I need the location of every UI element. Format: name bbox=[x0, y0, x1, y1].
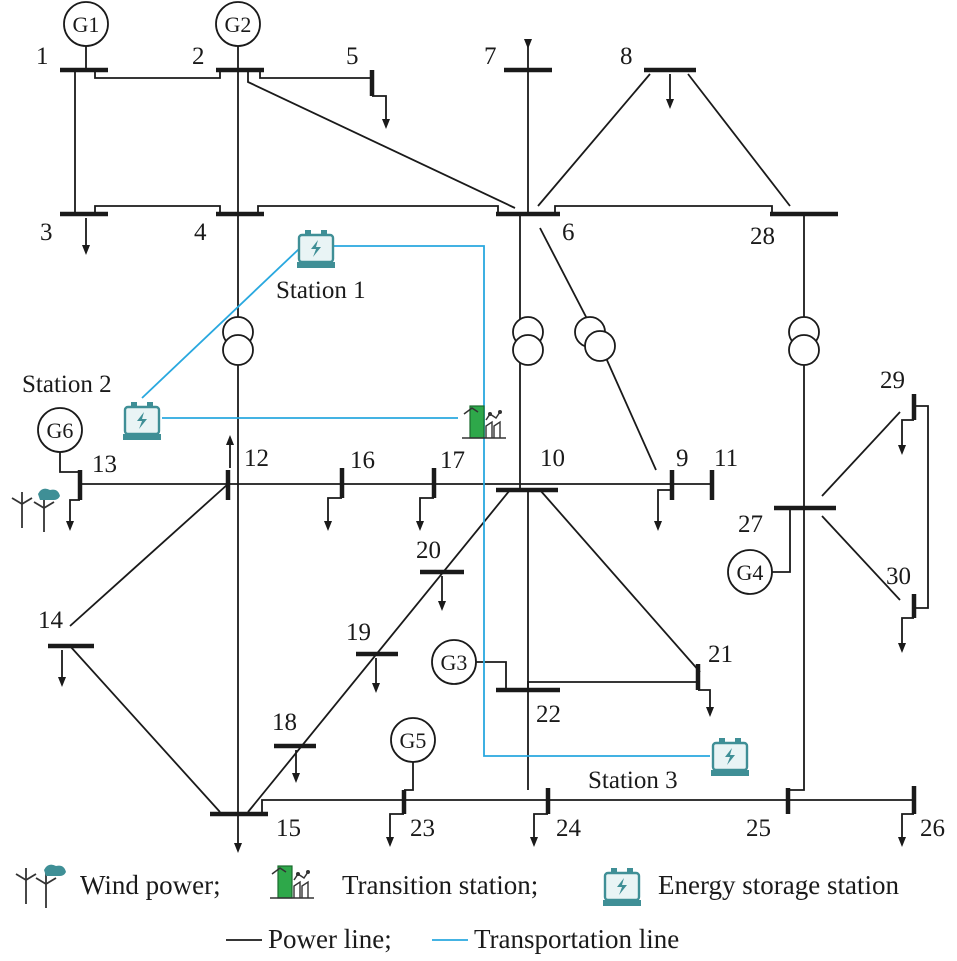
svg-text:22: 22 bbox=[536, 701, 561, 728]
svg-text:G5: G5 bbox=[400, 728, 427, 753]
svg-text:1: 1 bbox=[36, 43, 49, 70]
transformer-icon-6-10 bbox=[512, 316, 544, 366]
energy-storage-icon bbox=[709, 736, 751, 778]
svg-text:G6: G6 bbox=[47, 418, 74, 443]
energy-storage-icon bbox=[601, 866, 643, 908]
legend-transition-label: Transition station; bbox=[342, 870, 538, 900]
svg-text:3: 3 bbox=[40, 219, 53, 246]
energy-storage-icon bbox=[121, 400, 163, 442]
generator-g1: G1 bbox=[63, 1, 109, 70]
wind-turbine-icon bbox=[15, 864, 66, 909]
station-3-label: Station 3 bbox=[588, 767, 678, 794]
svg-text:G2: G2 bbox=[225, 12, 252, 37]
svg-text:14: 14 bbox=[38, 607, 64, 634]
svg-text:21: 21 bbox=[708, 641, 733, 668]
svg-text:24: 24 bbox=[556, 815, 582, 842]
transformer-icon-6-9 bbox=[574, 316, 616, 362]
legend-storage-label: Energy storage station bbox=[658, 870, 899, 900]
svg-text:9: 9 bbox=[676, 445, 689, 472]
svg-text:18: 18 bbox=[272, 709, 297, 736]
svg-text:17: 17 bbox=[440, 447, 465, 474]
svg-text:20: 20 bbox=[416, 537, 441, 564]
svg-text:10: 10 bbox=[540, 445, 565, 472]
transformer-icon-28-27 bbox=[788, 316, 820, 366]
svg-text:12: 12 bbox=[244, 445, 269, 472]
generator-g6: G6 bbox=[37, 407, 83, 453]
svg-text:G3: G3 bbox=[441, 650, 468, 675]
station-1-label: Station 1 bbox=[276, 277, 366, 304]
generator-g5: G5 bbox=[390, 717, 436, 763]
generator-g4: G4 bbox=[727, 549, 773, 595]
svg-text:6: 6 bbox=[562, 219, 575, 246]
svg-text:28: 28 bbox=[750, 223, 775, 250]
wind-turbine-icon bbox=[11, 488, 60, 533]
generator-g3: G3 bbox=[431, 639, 477, 685]
bus-labels: 1 2 3 4 5 6 7 8 9 10 11 12 13 14 15 16 1… bbox=[36, 43, 945, 842]
transformer-icon-4-12 bbox=[222, 316, 254, 366]
svg-text:30: 30 bbox=[886, 563, 911, 590]
svg-text:25: 25 bbox=[746, 815, 771, 842]
svg-text:19: 19 bbox=[346, 619, 371, 646]
svg-text:8: 8 bbox=[620, 43, 633, 70]
transition-station-icon bbox=[269, 865, 315, 899]
svg-text:26: 26 bbox=[920, 815, 945, 842]
load-arrows bbox=[58, 74, 914, 853]
legend-transport-line-label: Transportation line bbox=[474, 924, 679, 954]
transition-station-icon bbox=[461, 405, 507, 439]
svg-text:27: 27 bbox=[738, 511, 763, 538]
legend: Wind power; Transition station; Energy s… bbox=[15, 864, 899, 954]
svg-text:7: 7 bbox=[484, 43, 497, 70]
bus-bars bbox=[48, 67, 917, 817]
svg-text:13: 13 bbox=[92, 451, 117, 478]
generator-g2: G2 bbox=[215, 1, 261, 70]
svg-text:16: 16 bbox=[350, 447, 375, 474]
svg-text:2: 2 bbox=[192, 43, 205, 70]
legend-power-line-label: Power line; bbox=[268, 924, 392, 954]
station-2-label: Station 2 bbox=[22, 371, 112, 398]
svg-text:G1: G1 bbox=[73, 12, 100, 37]
svg-text:11: 11 bbox=[714, 445, 738, 472]
svg-text:29: 29 bbox=[880, 367, 905, 394]
svg-text:4: 4 bbox=[194, 219, 207, 246]
svg-text:G4: G4 bbox=[737, 560, 764, 585]
svg-text:15: 15 bbox=[276, 815, 301, 842]
svg-text:5: 5 bbox=[346, 43, 359, 70]
svg-text:23: 23 bbox=[410, 815, 435, 842]
transportation-lines bbox=[141, 245, 710, 757]
energy-storage-icon bbox=[295, 228, 337, 270]
legend-wind-label: Wind power; bbox=[80, 870, 221, 900]
